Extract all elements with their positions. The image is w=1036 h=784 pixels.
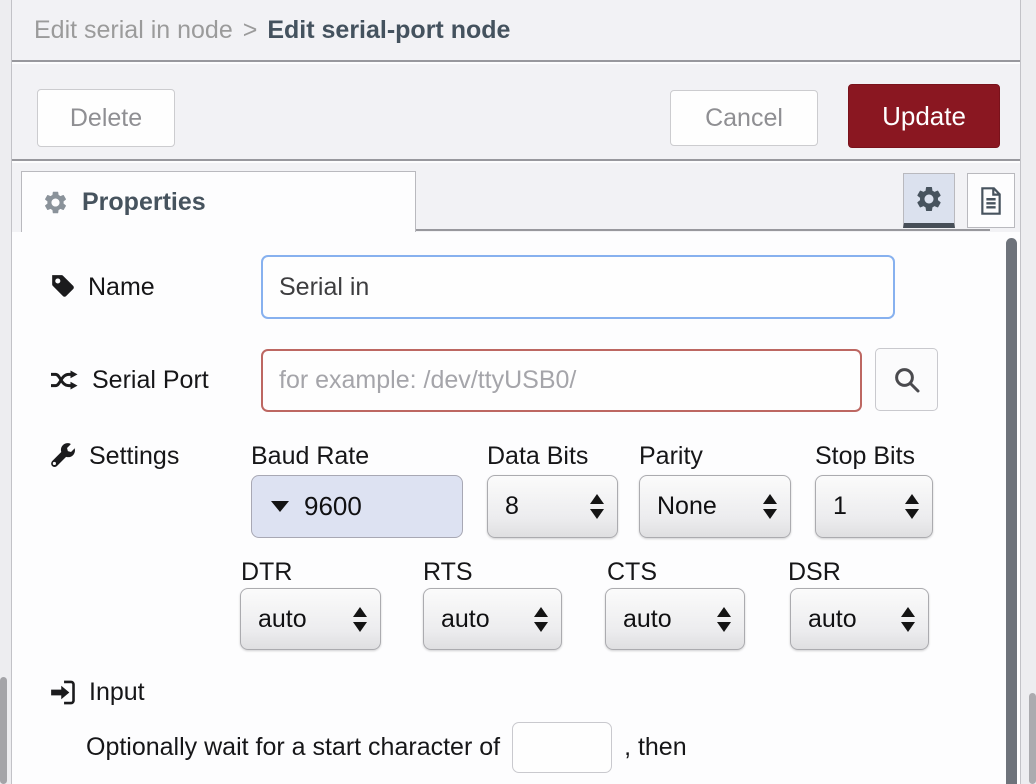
- rts-value: auto: [441, 604, 490, 633]
- breadcrumb-separator: >: [242, 15, 258, 44]
- shuffle-icon: [48, 367, 80, 393]
- form-scrollbar-thumb[interactable]: [1006, 238, 1017, 784]
- tab-bar: Properties: [12, 163, 1020, 232]
- select-arrows-icon: [901, 606, 915, 632]
- node-settings-button[interactable]: [903, 173, 955, 228]
- cts-value: auto: [623, 604, 672, 633]
- select-arrows-icon: [717, 606, 731, 632]
- cts-label: CTS: [607, 557, 657, 586]
- dsr-label: DSR: [788, 557, 841, 586]
- baud-rate-label: Baud Rate: [251, 441, 370, 470]
- update-button[interactable]: Update: [848, 84, 1000, 148]
- input-section-label-row: Input: [50, 672, 145, 712]
- cancel-button[interactable]: Cancel: [670, 90, 818, 146]
- settings-label-row: Settings: [50, 436, 179, 476]
- delete-button[interactable]: Delete: [37, 89, 175, 147]
- left-scrollbar-thumb[interactable]: [0, 677, 7, 784]
- rts-select[interactable]: auto: [423, 588, 562, 650]
- cts-select[interactable]: auto: [605, 588, 745, 650]
- left-gutter: [0, 0, 12, 784]
- breadcrumb-parent[interactable]: Edit serial in node: [34, 15, 233, 44]
- settings-label: Settings: [89, 441, 180, 470]
- right-gutter: [1020, 0, 1036, 784]
- baud-rate-combobox[interactable]: 9600: [251, 475, 463, 538]
- stop-bits-select[interactable]: 1: [815, 475, 933, 538]
- select-arrows-icon: [353, 606, 367, 632]
- data-bits-value: 8: [505, 492, 519, 520]
- baud-rate-value: 9600: [304, 491, 362, 521]
- chevron-down-icon: [271, 501, 289, 512]
- dtr-select[interactable]: auto: [240, 588, 381, 650]
- name-label: Name: [88, 272, 155, 301]
- serial-port-label-row: Serial Port: [48, 360, 209, 400]
- dialog-toolbar: Delete Cancel Update: [12, 64, 1020, 161]
- tab-properties-label: Properties: [82, 187, 206, 216]
- tabbar-divider: [416, 229, 990, 231]
- window-scrollbar-thumb[interactable]: [1029, 693, 1036, 784]
- breadcrumb-current: Edit serial-port node: [267, 15, 511, 44]
- select-arrows-icon: [905, 494, 919, 519]
- name-label-row: Name: [50, 267, 155, 307]
- file-icon: [977, 186, 1005, 216]
- wait-suffix-text: , then: [624, 733, 687, 761]
- parity-value: None: [657, 492, 717, 520]
- stop-bits-label: Stop Bits: [815, 441, 916, 470]
- serial-port-search-button[interactable]: [875, 348, 938, 411]
- wrench-icon: [50, 442, 77, 470]
- stop-bits-value: 1: [833, 492, 847, 520]
- edit-dialog-header: Edit serial in node > Edit serial-port n…: [12, 0, 1020, 62]
- parity-label: Parity: [639, 441, 703, 470]
- select-arrows-icon: [763, 494, 777, 519]
- dsr-select[interactable]: auto: [790, 588, 929, 650]
- node-docs-button[interactable]: [967, 173, 1015, 228]
- data-bits-select[interactable]: 8: [487, 475, 618, 538]
- data-bits-label: Data Bits: [487, 441, 589, 470]
- gear-icon: [42, 189, 69, 216]
- dsr-value: auto: [808, 604, 857, 633]
- start-character-input[interactable]: [512, 722, 613, 773]
- name-input[interactable]: [261, 255, 895, 319]
- sign-in-icon: [50, 679, 77, 706]
- search-icon: [892, 365, 922, 395]
- select-arrows-icon: [534, 606, 548, 632]
- gear-icon: [914, 184, 944, 214]
- serial-port-label: Serial Port: [92, 365, 209, 394]
- serial-port-input[interactable]: [261, 349, 862, 412]
- tag-icon: [50, 274, 76, 300]
- properties-form: Name Serial Port Settings Baud Rate Data…: [12, 232, 1020, 784]
- parity-select[interactable]: None: [639, 475, 791, 538]
- rts-label: RTS: [423, 557, 473, 586]
- input-section-label: Input: [89, 677, 145, 706]
- dtr-label: DTR: [241, 557, 293, 586]
- dtr-value: auto: [258, 604, 307, 633]
- wait-start-character-row: Optionally wait for a start character of…: [86, 721, 687, 774]
- tab-properties[interactable]: Properties: [21, 171, 416, 232]
- wait-prefix-text: Optionally wait for a start character of: [86, 733, 501, 761]
- select-arrows-icon: [590, 494, 604, 519]
